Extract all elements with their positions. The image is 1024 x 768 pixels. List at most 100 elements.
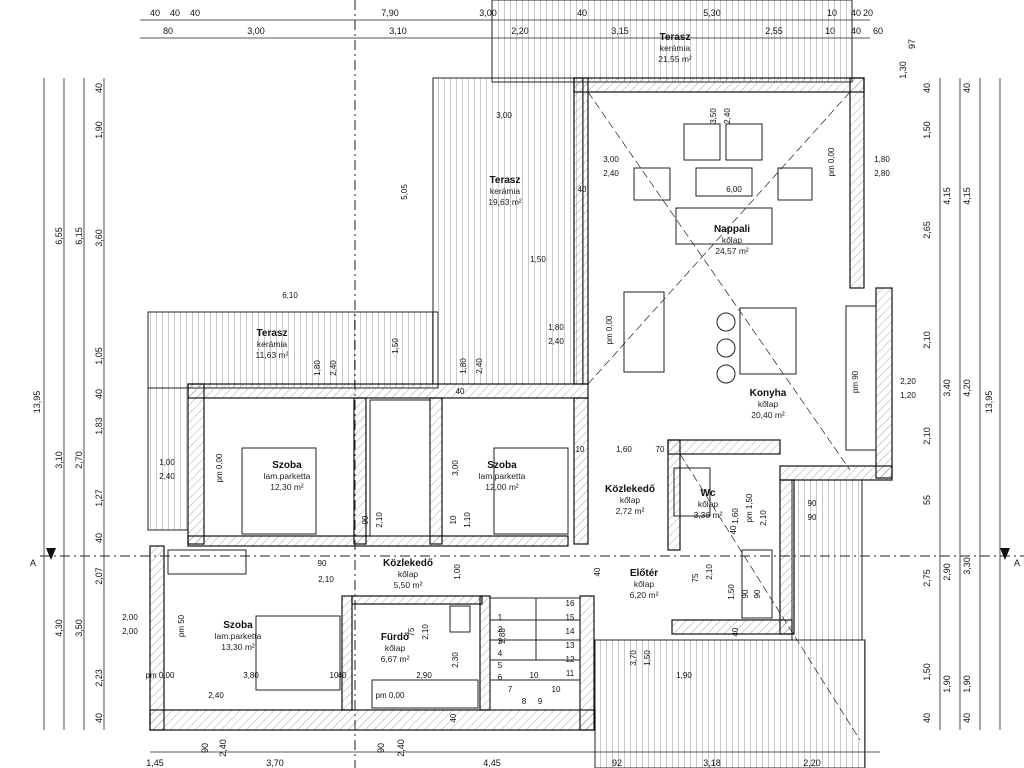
dim-bottom: 1,45: [146, 758, 164, 768]
dim-inner: 90: [808, 499, 817, 508]
section-mark-left: A: [30, 558, 36, 568]
room-name-szoba3: Szoba: [223, 620, 253, 631]
section-mark-right: A: [1014, 558, 1020, 568]
dim-right-col2: 3,40: [942, 379, 952, 397]
dim-left-col2: 6,55: [54, 227, 64, 245]
dim-top-2: 3,15: [611, 26, 629, 36]
dim-right-col3: 1,90: [962, 675, 972, 693]
stair-step-number: 2: [498, 625, 503, 634]
room-material-szoba2: lam.parketta: [479, 471, 526, 481]
dim-top-2: 80: [163, 26, 173, 36]
walls: [149, 77, 893, 731]
dim-left-col4: 1,83: [94, 417, 104, 435]
dim-inner: 2,00: [122, 627, 138, 636]
dim-right-col1: 2,65: [922, 221, 932, 239]
terrace-left-strip: [147, 387, 189, 531]
stair-step-number: 11: [566, 669, 575, 678]
wall-bedrooms-top: [187, 383, 589, 399]
dim-left-col4: 2,23: [94, 669, 104, 687]
dim-right-col2: 2,90: [942, 563, 952, 581]
room-material-eloter: kőlap: [634, 579, 655, 589]
dim-top-2: 40: [851, 26, 861, 36]
dim-bottom: 2,40: [396, 739, 406, 757]
dim-right-col3: 40: [962, 83, 972, 93]
room-area-wc: 3,36 m²: [694, 510, 723, 520]
dim-inner: 1,50: [643, 650, 652, 666]
dim-top-2: 2,55: [765, 26, 783, 36]
dim-inner: 2,10: [421, 624, 430, 640]
dim-inner: 1,20: [900, 391, 916, 400]
room-area-szoba3: 13,30 m²: [221, 642, 255, 652]
room-name-szoba1: Szoba: [272, 460, 302, 471]
dim-right-col3: 4,15: [962, 187, 972, 205]
dim-inner: 2,40: [603, 169, 619, 178]
room-area-furdo: 6,67 m²: [381, 654, 410, 664]
dim-top-2: 3,00: [247, 26, 265, 36]
dim-top-1: 3,00: [479, 8, 497, 18]
wall-entry-right: [579, 595, 595, 731]
dim-inner: 6,10: [282, 291, 298, 300]
dim-inner: 2,40: [475, 358, 484, 374]
room-material-konyha: kőlap: [758, 399, 779, 409]
dim-left-col4: 40: [94, 533, 104, 543]
bed: [241, 447, 317, 535]
dim-inner: 3,70: [629, 650, 638, 666]
terrace-right-strip: [791, 479, 863, 641]
dim-inner: pm 0,00: [146, 671, 175, 680]
coffee-table: [695, 167, 753, 197]
dim-inner: 90: [808, 513, 817, 522]
kitchen-counter: [845, 305, 877, 451]
dim-top-1: 40: [577, 8, 587, 18]
dim-right-col1: 1,50: [922, 121, 932, 139]
dim-inner: pm 90: [851, 370, 860, 393]
terrace-middle: [432, 77, 584, 385]
dim-inner: 2,10: [375, 512, 384, 528]
stair-step-number: 15: [566, 613, 575, 622]
dim-inner: 2,30: [451, 652, 460, 668]
wall-wc-block: [667, 439, 781, 455]
dim-inner: 10: [330, 671, 339, 680]
dim-inner: 2,20: [900, 377, 916, 386]
wall-bedroom2-right: [573, 397, 589, 545]
section-arrow-left: [46, 548, 56, 560]
dim-inner: 40: [731, 627, 740, 636]
dim-top-1: 10: [827, 8, 837, 18]
armchair: [725, 123, 763, 161]
dim-inner: 1,80: [459, 358, 468, 374]
left-dimensions: 13,956,553,104,306,152,703,50401,903,601…: [32, 83, 104, 723]
armchair: [633, 167, 671, 201]
dim-left-outer: 13,95: [32, 391, 42, 414]
dim-inner: 2,10: [759, 510, 768, 526]
dim-right-col1: 40: [922, 713, 932, 723]
dim-inner: 10: [449, 515, 458, 524]
dim-inner: 1,90: [676, 671, 692, 680]
room-name-konyha: Konyha: [750, 388, 787, 399]
dim-bottom: 90: [200, 743, 210, 753]
stair-step-number: 5: [498, 661, 503, 670]
room-material-kozlekedo2: kőlap: [398, 569, 419, 579]
dim-top-2: 3,10: [389, 26, 407, 36]
stair-step-number: 13: [566, 641, 575, 650]
stair-step-number: 3: [498, 637, 503, 646]
room-name-wc: Wc: [701, 488, 716, 499]
dim-inner: pm 0,00: [605, 315, 614, 344]
wall-bedroom1-left: [187, 383, 205, 545]
bathtub: [371, 679, 479, 709]
stair-step-number: 1: [498, 613, 503, 622]
dim-inner: 2,10: [318, 575, 334, 584]
dim-inner: 10: [576, 445, 585, 454]
dim-left-col4: 2,07: [94, 567, 104, 585]
dim-bottom: 4,45: [483, 758, 501, 768]
stair-step-number: 10: [552, 685, 561, 694]
dim-inner: 2,10: [705, 564, 714, 580]
dim-right-col1: 55: [922, 495, 932, 505]
room-name-terasz-top: Terasz: [660, 32, 691, 43]
dim-top-1: 40: [851, 8, 861, 18]
stair-step-number: 9: [538, 697, 543, 706]
wall-stair-left: [479, 595, 491, 711]
dim-inner: 40: [456, 387, 465, 396]
dim-right-col1: 40: [922, 83, 932, 93]
dim-inner: 1,80: [874, 155, 890, 164]
